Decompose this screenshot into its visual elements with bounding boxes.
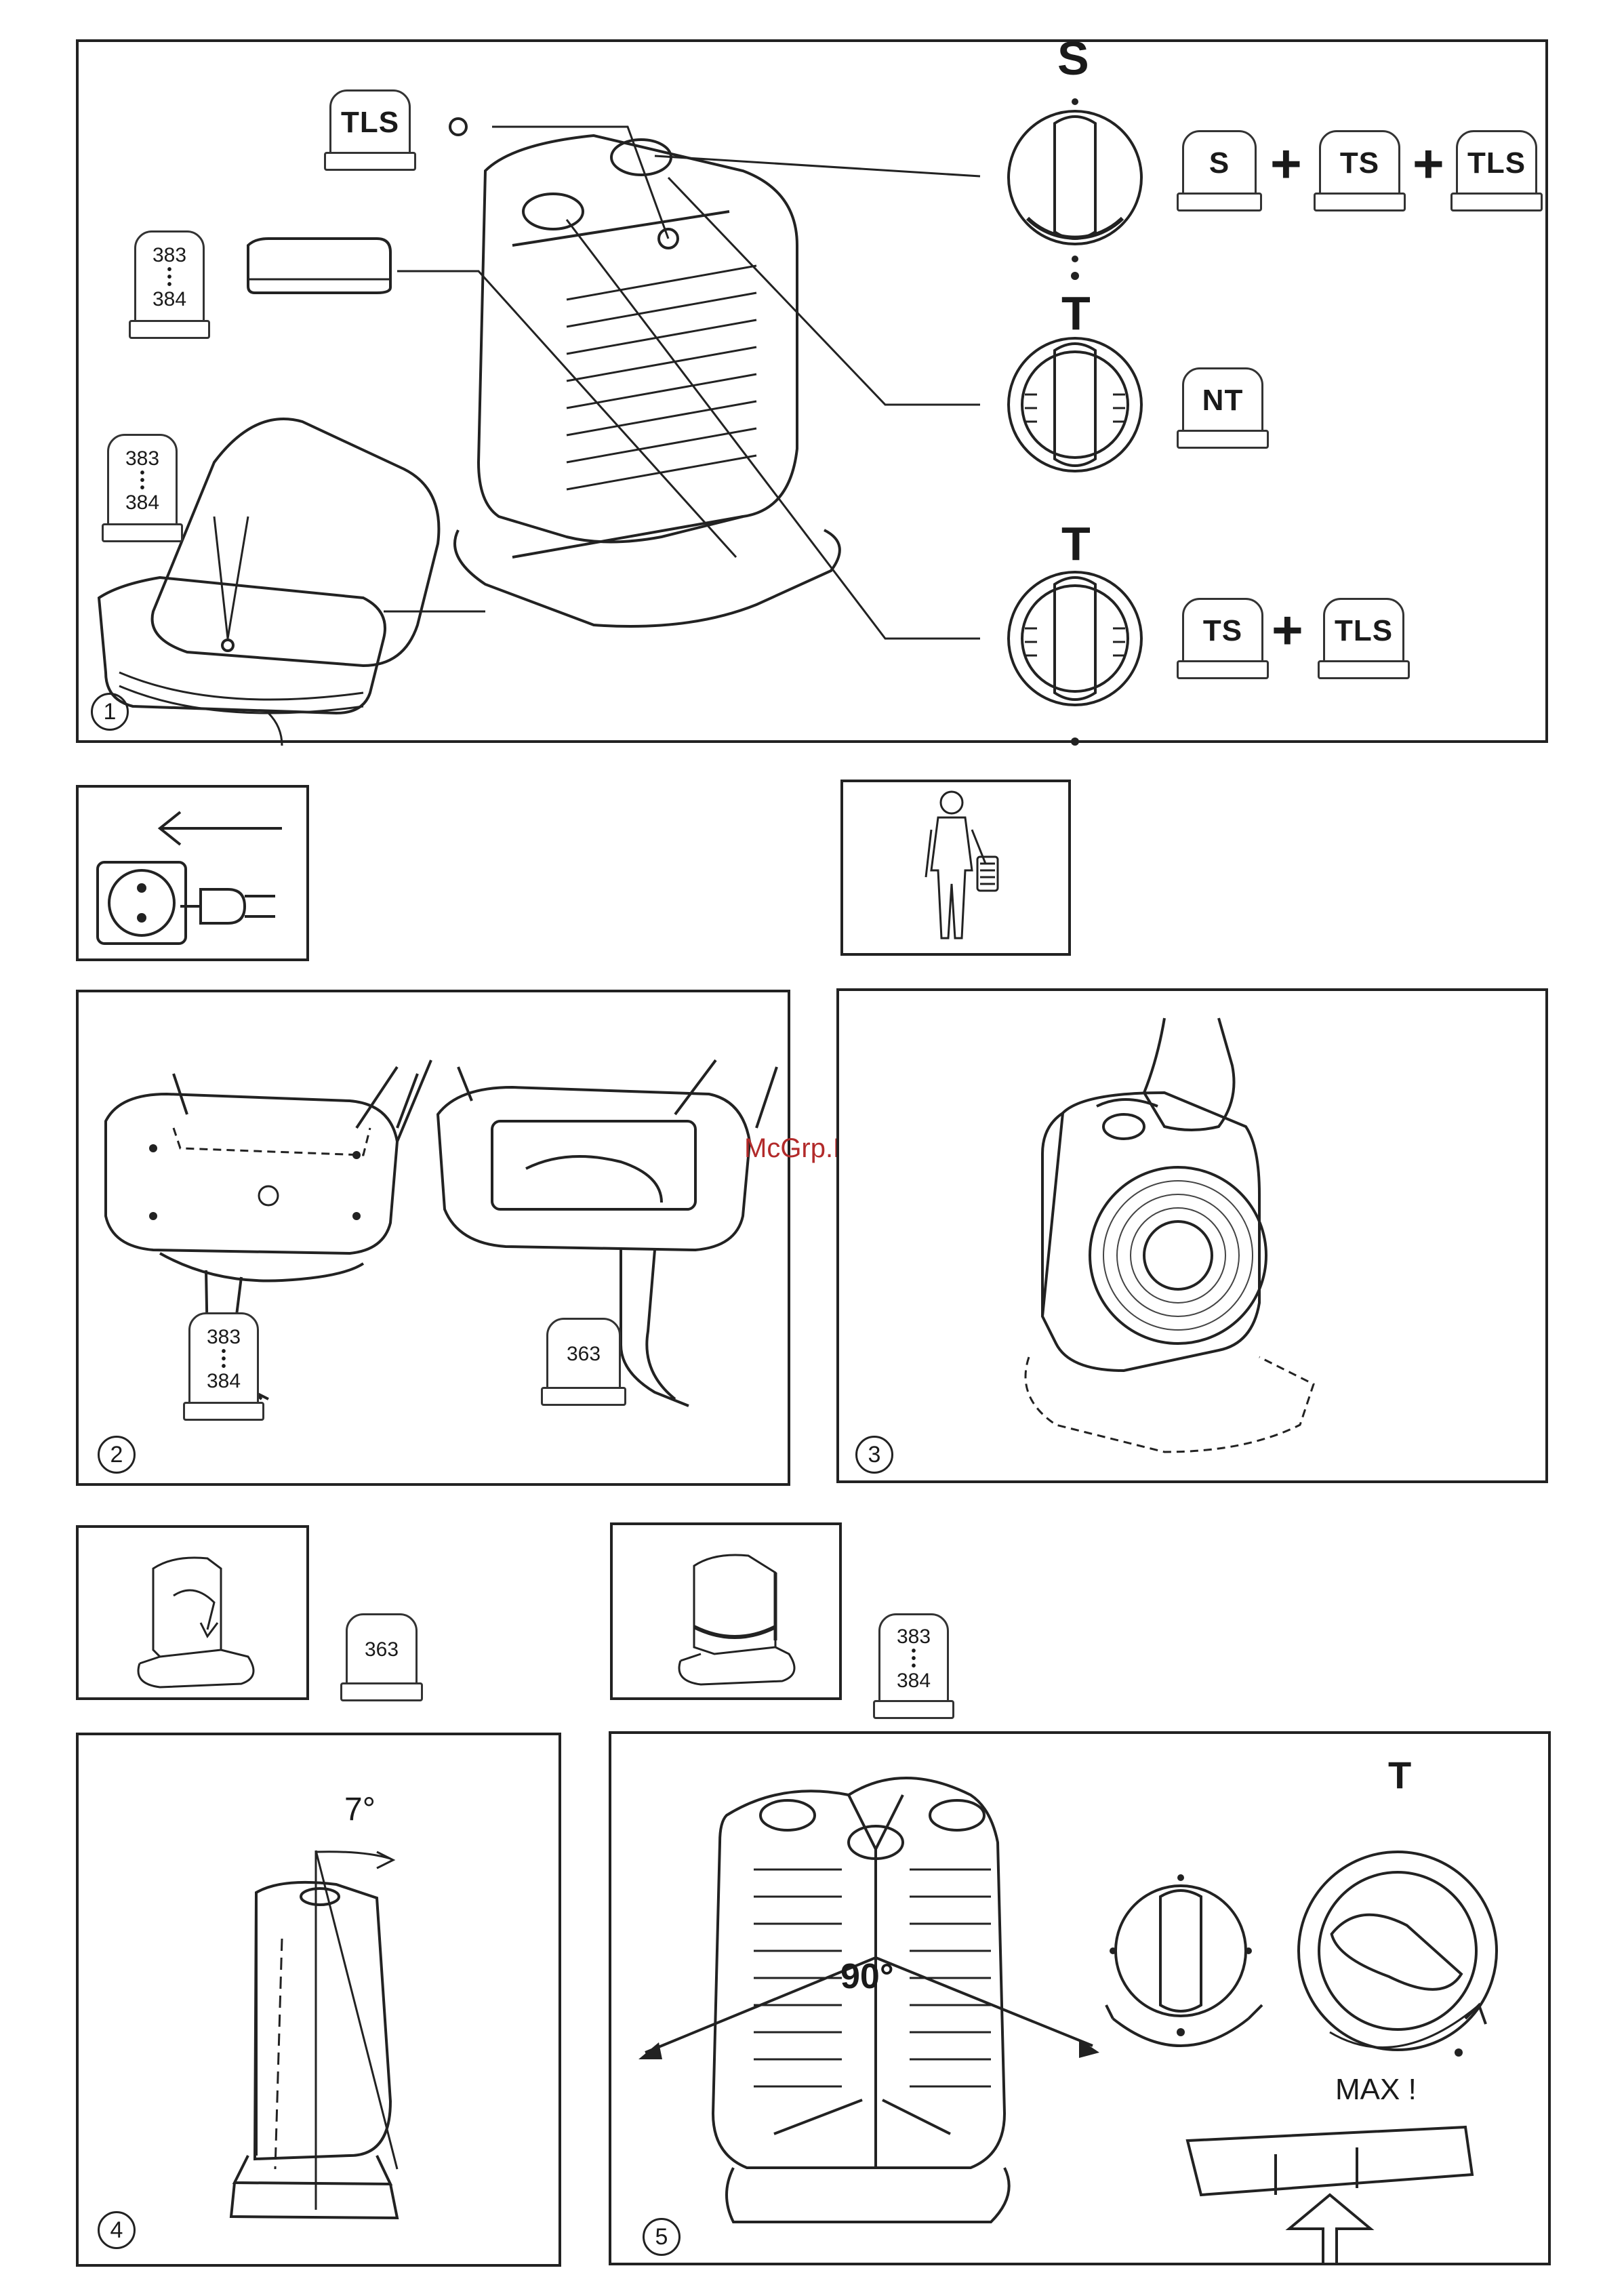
panel-3-drawing bbox=[839, 991, 1551, 1486]
badge-range-side-b: 384 bbox=[125, 492, 159, 514]
panel-1-controls-overview: S T T TLS 383•••384 383•••384 S + TS + T… bbox=[76, 39, 1548, 743]
badge-tls-top-text: TLS bbox=[341, 106, 399, 140]
panel-number-4: 4 bbox=[98, 2211, 136, 2249]
badge-363-p2: 363 bbox=[546, 1318, 621, 1406]
person-carry-drawing bbox=[843, 782, 1074, 958]
panel-5-drawing bbox=[611, 1734, 1554, 2268]
badge-range-top: 383•••384 bbox=[134, 230, 205, 339]
badge-tls-2: TLS bbox=[1323, 598, 1404, 679]
panel-2-cable-exit: 383•••384 363 2 bbox=[76, 990, 790, 1486]
badge-s: S bbox=[1182, 130, 1257, 211]
rotate-363-drawing bbox=[79, 1528, 312, 1703]
panel-unplug bbox=[76, 785, 309, 961]
rotate-383-384-drawing bbox=[613, 1525, 845, 1703]
badge-ts-2-text: TS bbox=[1203, 614, 1242, 648]
badge-363-p4: 363 bbox=[346, 1613, 418, 1701]
plus-sign-3: + bbox=[1272, 603, 1303, 658]
panel-number-1: 1 bbox=[91, 693, 129, 731]
badge-tls-top: TLS bbox=[329, 89, 411, 171]
plus-sign-1: + bbox=[1270, 137, 1302, 191]
badge-nt: NT bbox=[1182, 367, 1263, 449]
panel-rotate-383-384 bbox=[610, 1522, 842, 1700]
dial-letter-t-top: T bbox=[1061, 286, 1091, 340]
max-label: MAX ! bbox=[1335, 2073, 1417, 2107]
badge-range-top-b: 384 bbox=[153, 289, 186, 310]
dial-letter-t-bottom: T bbox=[1061, 517, 1091, 571]
panel-number-2: 2 bbox=[98, 1436, 136, 1474]
badge-s-text: S bbox=[1209, 146, 1230, 180]
panel-4-tilt: 7° 4 bbox=[76, 1733, 561, 2267]
dial-letter-t-p5: T bbox=[1388, 1753, 1411, 1797]
dial-letter-s: S bbox=[1057, 31, 1089, 85]
badge-tls-2-text: TLS bbox=[1335, 614, 1393, 648]
panel-rotate-363 bbox=[76, 1525, 309, 1700]
panel-3-carry-handle: 3 bbox=[836, 988, 1548, 1483]
badge-ts-1: TS bbox=[1319, 130, 1400, 211]
badge-range-p4: 383•••384 bbox=[878, 1613, 949, 1719]
oscillation-angle-label: 90° bbox=[840, 1956, 894, 1997]
badge-ts-1-text: TS bbox=[1340, 146, 1379, 180]
panel-4-drawing bbox=[79, 1735, 564, 2269]
badge-363-p4-text: 363 bbox=[365, 1639, 399, 1661]
unplug-drawing bbox=[79, 788, 312, 964]
badge-range-p4-b: 384 bbox=[897, 1670, 931, 1692]
badge-range-side: 383•••384 bbox=[107, 434, 178, 542]
badge-nt-text: NT bbox=[1202, 384, 1244, 418]
panel-person-carry bbox=[840, 780, 1071, 956]
badge-range-p2: 383•••384 bbox=[188, 1312, 259, 1421]
badge-range-p2-b: 384 bbox=[207, 1371, 241, 1392]
panel-number-5: 5 bbox=[643, 2218, 681, 2256]
badge-ts-2: TS bbox=[1182, 598, 1263, 679]
badge-tls-1: TLS bbox=[1456, 130, 1537, 211]
badge-tls-1-text: TLS bbox=[1467, 146, 1526, 180]
panel-number-3: 3 bbox=[855, 1436, 893, 1474]
badge-363-p2-text: 363 bbox=[567, 1343, 601, 1365]
panel-5-oscillation: 90° T MAX ! 5 bbox=[609, 1731, 1551, 2265]
plus-sign-2: + bbox=[1413, 137, 1444, 191]
tilt-angle-label: 7° bbox=[344, 1791, 375, 1828]
